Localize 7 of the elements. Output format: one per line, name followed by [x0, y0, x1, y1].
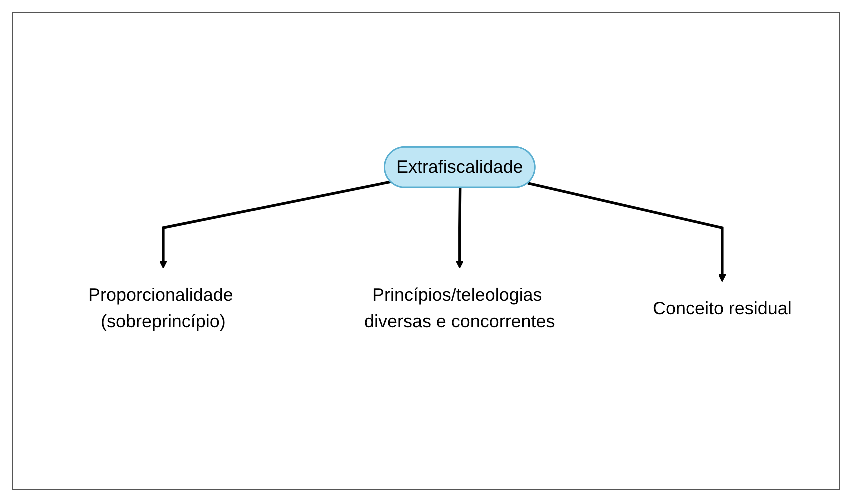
node-text: Conceito residual: [653, 299, 792, 320]
node-text: Princípios/teleologias diversas e concorrentes: [364, 286, 556, 332]
arrow: [528, 182, 726, 283]
node-text: Proporcionalidade (sobreprincípio): [88, 286, 234, 332]
arrow: [456, 188, 464, 270]
diagram-frame: Extrafiscalidade Proporcionalidade (sobreprincípio) Princípios/teleologias diversas e concorrentes Conceito residual: [12, 12, 840, 490]
arrow: [160, 180, 392, 270]
